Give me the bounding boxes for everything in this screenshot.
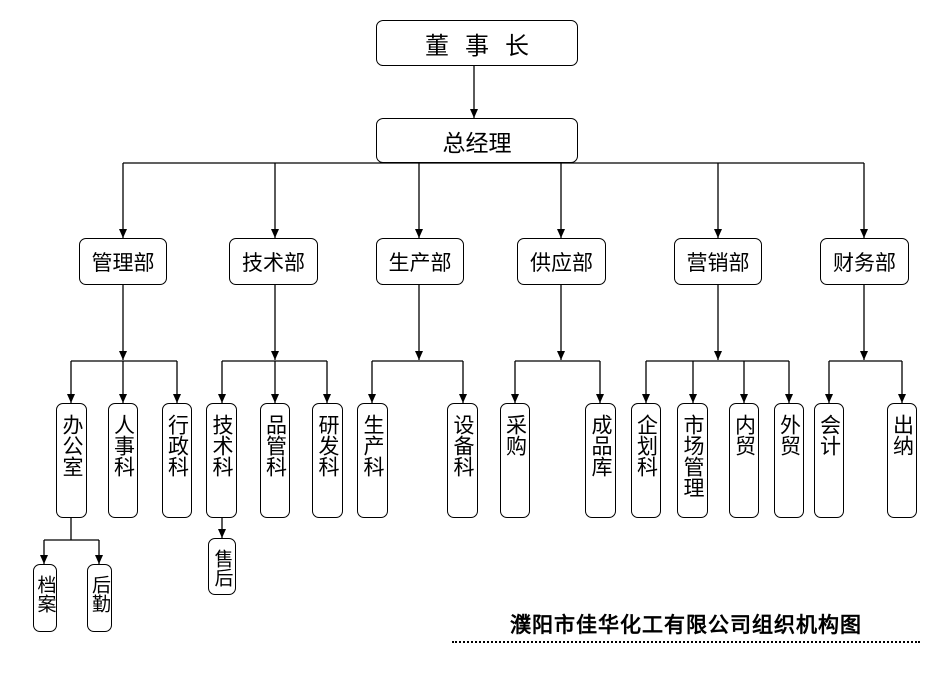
node-label: 管理部 [91,250,155,275]
node-label: 生产科 [361,414,385,477]
node-accounting: 会计 [814,403,844,518]
node-quality: 品管科 [260,403,290,518]
node-label: 成品库 [589,414,613,477]
node-production-section: 生产科 [357,403,388,518]
node-dept-marketing: 营销部 [674,238,762,285]
node-after-sales: 售后 [208,538,236,595]
node-label: 内贸 [732,414,757,456]
node-logistics: 后勤 [87,564,112,632]
node-label: 总经理 [442,130,512,157]
node-label: 后勤 [89,575,111,613]
node-cashier: 出纳 [887,403,917,518]
node-foreign-trade: 外贸 [774,403,804,518]
node-label: 技术科 [210,414,234,477]
node-label: 采购 [503,414,528,456]
node-planning: 企划科 [631,403,661,518]
node-label: 董事长 [425,31,545,60]
node-dept-supply: 供应部 [517,238,606,285]
node-label: 营销部 [686,250,750,275]
node-label: 办公室 [60,414,84,477]
node-label: 设备科 [451,414,475,477]
node-finished-goods: 成品库 [585,403,616,518]
node-procurement: 采购 [500,403,530,518]
node-label: 企划科 [634,414,659,477]
node-dept-production: 生产部 [376,238,464,285]
node-label: 研发科 [316,414,340,477]
node-equipment: 设备科 [447,403,478,518]
node-general-manager: 总经理 [376,118,578,163]
node-label: 市场管理 [681,414,705,498]
node-label: 供应部 [530,250,593,275]
node-label: 行政科 [165,414,190,477]
node-admin: 行政科 [162,403,192,518]
node-label: 出纳 [890,414,915,456]
node-market-management: 市场管理 [677,403,708,518]
node-dept-management: 管理部 [79,238,167,285]
node-dept-finance: 财务部 [820,238,909,285]
node-label: 外贸 [777,414,802,456]
node-dept-technology: 技术部 [229,238,318,285]
node-label: 会计 [817,414,842,456]
node-domestic-trade: 内贸 [729,403,759,518]
node-label: 品管科 [263,414,288,477]
node-label: 生产部 [388,250,452,275]
node-hr: 人事科 [108,403,138,518]
node-label: 档案 [34,575,57,613]
node-label: 人事科 [111,414,136,477]
node-rnd: 研发科 [312,403,343,518]
node-chairman: 董事长 [376,20,578,66]
node-label: 财务部 [833,250,896,275]
node-archives: 档案 [33,564,57,632]
node-label: 技术部 [242,250,305,275]
node-office: 办公室 [56,403,87,518]
node-tech-section: 技术科 [206,403,237,518]
chart-title: 濮阳市佳华化工有限公司组织机构图 [452,611,920,643]
node-label: 售后 [211,549,234,587]
